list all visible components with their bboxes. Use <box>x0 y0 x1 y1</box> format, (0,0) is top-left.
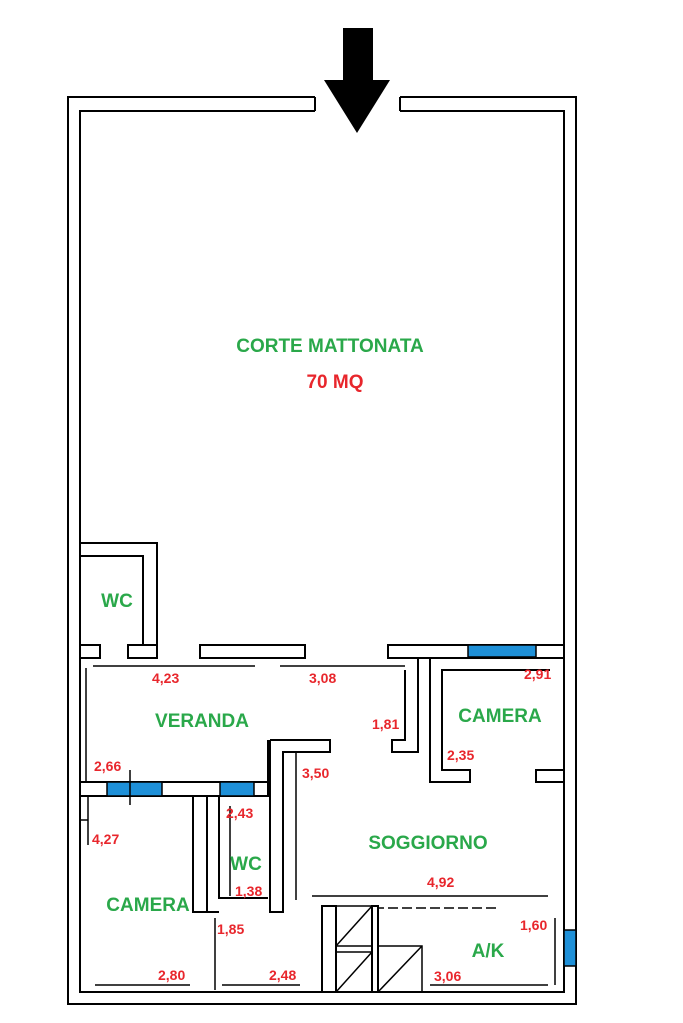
dim-2-43: 2,43 <box>226 805 253 821</box>
camera-right-label: CAMERA <box>458 706 542 727</box>
camera-left-label: CAMERA <box>106 895 190 916</box>
dim-4-23: 4,23 <box>152 670 179 686</box>
wc-mid-label: WC <box>230 854 262 875</box>
window-kitchen <box>563 929 577 967</box>
dim-2-66: 2,66 <box>94 758 121 774</box>
dim-1-81: 1,81 <box>372 716 399 732</box>
house-front-wall <box>79 644 565 659</box>
soggiorno-label: SOGGIORNO <box>368 833 487 854</box>
veranda-label: VERANDA <box>155 711 249 732</box>
entrance-arrow-icon <box>324 28 390 133</box>
dim-3-08: 3,08 <box>309 670 336 686</box>
dim-1-38: 1,38 <box>235 883 262 899</box>
outer-walls <box>67 96 577 1005</box>
corte-area: 70 MQ <box>306 372 363 393</box>
interior-walls <box>79 657 577 993</box>
window-camera-left <box>106 781 163 797</box>
dim-3-50: 3,50 <box>302 765 329 781</box>
wc-top-label: WC <box>101 591 133 612</box>
dim-4-92: 4,92 <box>427 874 454 890</box>
corte-label: CORTE MATTONATA <box>236 336 424 357</box>
dim-1-85: 1,85 <box>217 921 244 937</box>
dim-2-48: 2,48 <box>269 967 296 983</box>
window-camera-right <box>467 644 537 658</box>
dim-2-35: 2,35 <box>447 747 474 763</box>
dim-4-27: 4,27 <box>92 831 119 847</box>
dim-2-91: 2,91 <box>524 666 551 682</box>
window-wc <box>219 781 255 797</box>
ak-label: A/K <box>472 941 505 962</box>
dim-3-06: 3,06 <box>434 968 461 984</box>
dim-1-60: 1,60 <box>520 917 547 933</box>
dim-2-80: 2,80 <box>158 967 185 983</box>
